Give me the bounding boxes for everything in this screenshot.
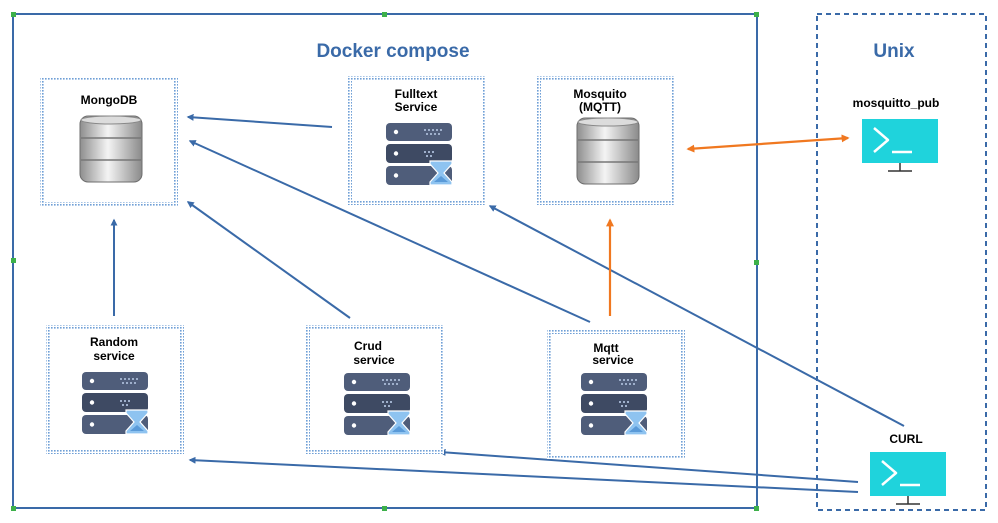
mongodb-label: MongoDB (81, 93, 138, 107)
terminal-icon (860, 117, 940, 173)
server-icon (343, 372, 411, 436)
frame-handle (382, 506, 387, 511)
arrow-curl-to-crud (438, 448, 859, 483)
arrow-mqtt-to-mongodb (188, 140, 591, 323)
database-icon (576, 117, 640, 185)
fulltext-service-node[interactable]: Fulltext Service (348, 76, 486, 205)
arrow-fulltext-to-mongodb (186, 113, 333, 128)
mqtt-label-line1: Mqtt (593, 341, 618, 355)
mqtt-service-node[interactable]: Mqtt service (547, 330, 685, 459)
random-service-node[interactable]: Random service (46, 325, 184, 454)
node-frame (40, 77, 178, 206)
frame-handle (11, 506, 16, 511)
server-icon (81, 371, 149, 435)
node-frame (306, 325, 444, 454)
fulltext-label-line2: Service (395, 100, 438, 114)
mosquito-mqtt-node[interactable]: Mosquito (MQTT) (537, 76, 675, 205)
arrow-mosquito-mosquittopub (686, 134, 850, 153)
crud-label-line1: Crud (354, 339, 382, 353)
random-label-line2: service (93, 349, 135, 363)
node-frame (46, 325, 184, 454)
fulltext-label-line1: Fulltext (395, 87, 438, 101)
frame-handle (11, 258, 16, 263)
node-frame (547, 330, 685, 459)
mosquito-label-line1: Mosquito (573, 87, 626, 101)
terminal-icon (868, 450, 948, 506)
unix-title: Unix (873, 41, 915, 62)
node-frame (348, 76, 486, 205)
mongodb-node[interactable]: MongoDB (40, 77, 178, 206)
database-icon (79, 115, 143, 183)
curl-label: CURL (889, 432, 922, 446)
frame-handle (754, 506, 759, 511)
node-frame (537, 76, 675, 205)
server-icon (385, 122, 453, 186)
frame-handle (754, 260, 759, 265)
crud-label-line2: service (353, 353, 395, 367)
unix-group: Unix (816, 13, 987, 511)
server-icon (580, 372, 648, 436)
mosquitto-pub-label: mosquitto_pub (853, 96, 940, 110)
arrow-crud-to-mongodb (186, 201, 351, 319)
frame-handle (11, 12, 16, 17)
mosquitto-pub-node[interactable]: mosquitto_pub (853, 96, 940, 173)
mosquito-label-line2: (MQTT) (579, 100, 621, 114)
crud-service-node[interactable]: Crud service (306, 325, 444, 454)
unix-frame (816, 13, 987, 511)
curl-node[interactable]: CURL (868, 432, 948, 506)
docker-compose-group: Docker compose (11, 12, 759, 511)
frame-handle (754, 12, 759, 17)
arrow-curl-to-fulltext (488, 205, 905, 427)
frame-handle (382, 12, 387, 17)
arrow-curl-to-random (188, 456, 859, 493)
mqtt-label-line2: service (592, 353, 634, 367)
connections (110, 113, 905, 493)
docker-compose-title: Docker compose (316, 41, 469, 62)
random-label-line1: Random (90, 335, 138, 349)
